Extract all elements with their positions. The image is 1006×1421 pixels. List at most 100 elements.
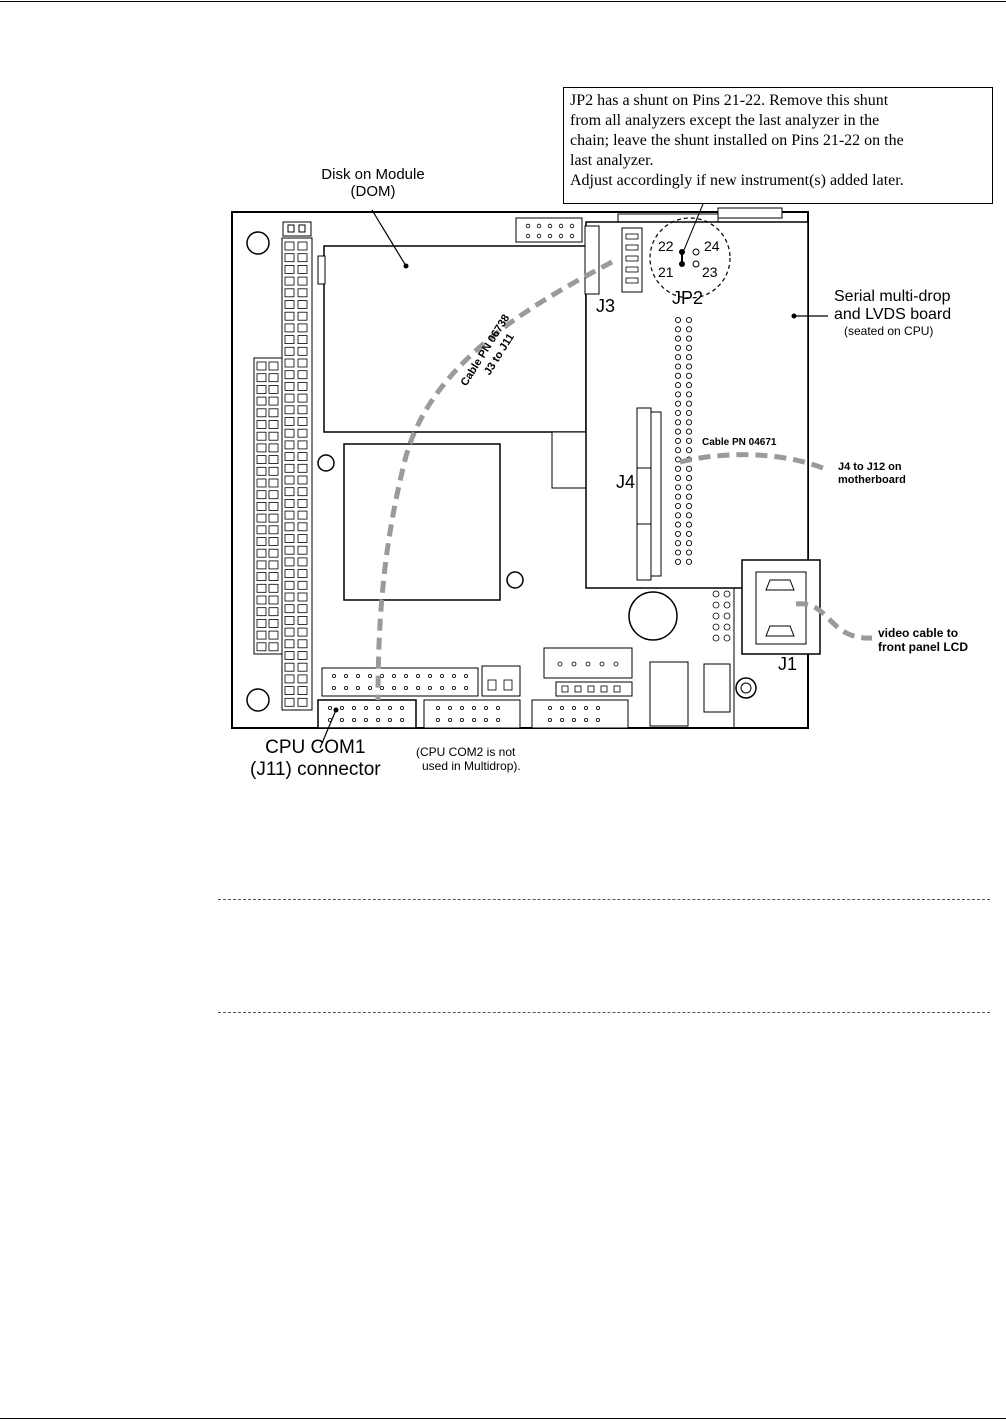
- pin: [471, 718, 476, 723]
- pin: [427, 686, 432, 691]
- pin: [327, 706, 332, 711]
- pin: [297, 452, 308, 462]
- pin: [723, 601, 731, 609]
- pin: [256, 560, 267, 570]
- jp2-pin: [692, 260, 700, 268]
- pin: [284, 686, 295, 695]
- serial-board-label: Serial multi-drop and LVDS board (seated…: [834, 288, 951, 339]
- j4-connector: [636, 467, 652, 525]
- pin: [674, 316, 682, 324]
- mounting-hole: [740, 682, 752, 694]
- note-line: JP2 has a shunt on Pins 21-22. Remove th…: [570, 92, 889, 109]
- pin: [712, 601, 720, 609]
- leader-line: [319, 709, 337, 749]
- pin: [674, 475, 682, 482]
- pin: [685, 530, 693, 537]
- pin: [391, 674, 396, 679]
- cpu-com1-label-line: CPU COM1: [265, 737, 366, 758]
- pin: [268, 537, 279, 546]
- pin: [284, 288, 295, 298]
- video-cable-label: video cable to front panel LCD: [878, 626, 968, 655]
- pin: [256, 361, 267, 371]
- pin: [685, 344, 693, 351]
- mounting-hole: [506, 571, 524, 589]
- pin: [256, 478, 267, 488]
- pin: [256, 455, 267, 465]
- pin: [297, 241, 308, 251]
- mounting-hole: [317, 454, 335, 472]
- pin: [297, 405, 308, 415]
- pin: [284, 276, 295, 286]
- pin: [284, 569, 295, 578]
- pin: [343, 686, 348, 691]
- pin: [268, 361, 279, 371]
- pin: [451, 686, 456, 691]
- cpu-com2-note: (CPU COM2 is not used in Multidrop).: [416, 745, 521, 774]
- cable-06738: [375, 259, 614, 701]
- pin: [284, 241, 295, 251]
- pin: [685, 354, 693, 361]
- pin: [712, 623, 720, 631]
- pin: [367, 686, 372, 691]
- pin: [256, 513, 267, 523]
- disk-on-module: [323, 245, 587, 433]
- pin: [268, 466, 279, 476]
- pin: [685, 363, 693, 370]
- pin: [297, 253, 308, 263]
- j4-j12-label-line: motherboard: [838, 473, 906, 486]
- bottom-connector: [321, 667, 479, 697]
- pin: [284, 370, 295, 380]
- pin: [495, 706, 500, 711]
- pin: [297, 510, 308, 520]
- pin: [297, 463, 308, 473]
- pin: [723, 612, 731, 620]
- pin: [674, 354, 682, 361]
- pin: [284, 417, 295, 426]
- pin: [463, 686, 468, 691]
- pin: [284, 604, 295, 614]
- pin: [268, 408, 279, 418]
- pin: [674, 493, 682, 500]
- pin: [297, 686, 308, 695]
- pin: [585, 661, 591, 667]
- pin: [256, 525, 267, 535]
- pin: [674, 447, 682, 454]
- pin: [256, 583, 267, 593]
- pin: [268, 420, 279, 429]
- pin: [427, 674, 432, 679]
- pin: [268, 455, 279, 465]
- pin: [284, 393, 295, 403]
- pin: [297, 475, 308, 485]
- pin: [297, 428, 308, 438]
- pin: [284, 428, 295, 438]
- leader-line: [683, 203, 704, 251]
- pin: [268, 630, 279, 640]
- pin: [723, 623, 731, 631]
- j4-j12-label-line: J4 to J12 on: [838, 461, 902, 473]
- pin: [435, 718, 440, 723]
- pin: [569, 223, 575, 229]
- pin: [685, 465, 693, 472]
- pin: [256, 501, 267, 511]
- cpu-com1-connector: [317, 699, 417, 729]
- pin: [256, 443, 267, 453]
- pin: [297, 381, 308, 391]
- pin: [674, 400, 682, 407]
- pin: [297, 440, 308, 450]
- pin: [284, 534, 295, 543]
- pin: [339, 706, 344, 711]
- pin: [284, 264, 295, 274]
- pin: [674, 530, 682, 537]
- pin: [297, 358, 308, 368]
- pin: [572, 706, 577, 711]
- j4-connector: [636, 407, 652, 469]
- pin: [674, 382, 682, 389]
- pin: [297, 498, 308, 508]
- pin: [685, 540, 693, 547]
- pin: [331, 686, 336, 691]
- pin: [297, 323, 308, 333]
- pin: [268, 501, 279, 511]
- serial-board-label-line: (seated on CPU): [844, 323, 934, 338]
- pin: [284, 697, 295, 707]
- pin: [674, 335, 682, 342]
